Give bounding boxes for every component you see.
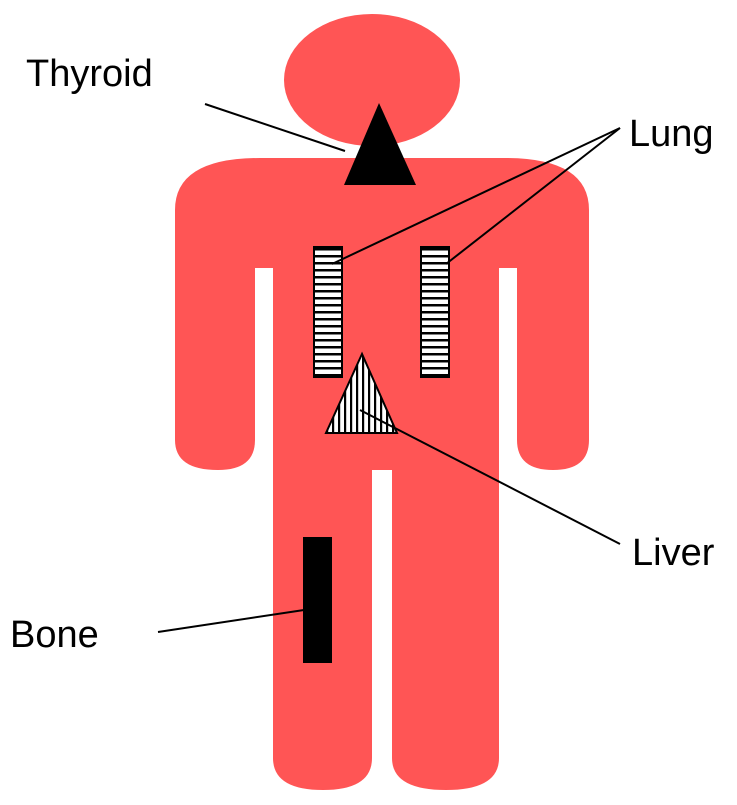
lung-label: Lung <box>629 115 714 153</box>
left-lung-marker <box>314 247 342 377</box>
right-leg <box>392 460 499 790</box>
bone-label: Bone <box>10 616 99 654</box>
thyroid-label: Thyroid <box>26 55 153 93</box>
right-lung-marker <box>421 247 449 377</box>
liver-label: Liver <box>632 534 714 572</box>
bone-marker <box>303 537 332 663</box>
